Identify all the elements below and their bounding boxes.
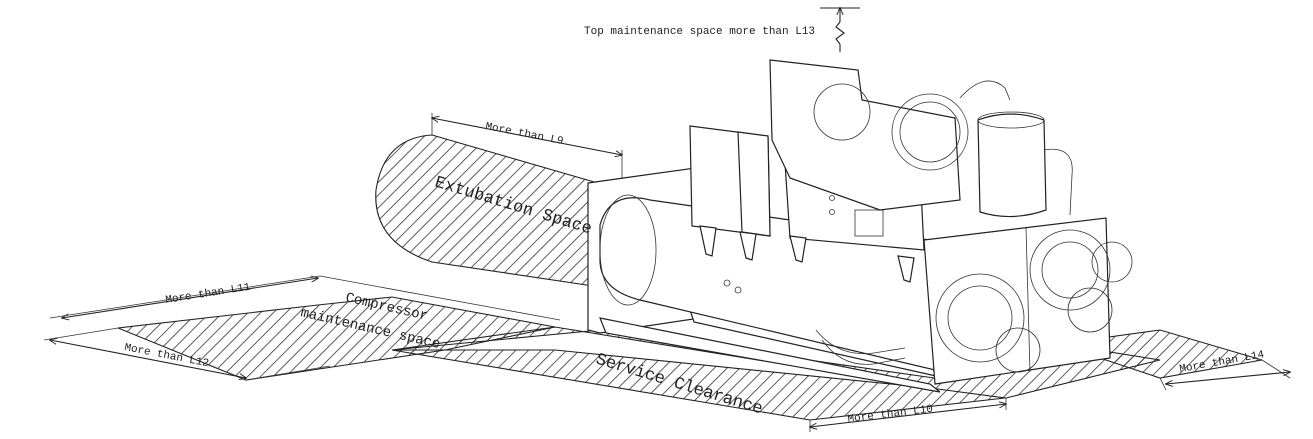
label-l9: More than L9 — [484, 121, 564, 148]
separator-tank — [977, 113, 1047, 218]
top-maintenance-marker: Top maintenance space more than L13 — [584, 8, 860, 52]
chiller-unit — [587, 59, 1133, 393]
compressor — [769, 59, 961, 211]
extubation-zone — [375, 134, 609, 288]
water-box-flange-2 — [1029, 229, 1111, 311]
right-end-cover — [923, 217, 1111, 385]
water-box-flange-1 — [935, 273, 1025, 363]
label-l11: More than L11 — [165, 282, 252, 307]
label-top-maintenance: Top maintenance space more than L13 — [584, 26, 815, 38]
